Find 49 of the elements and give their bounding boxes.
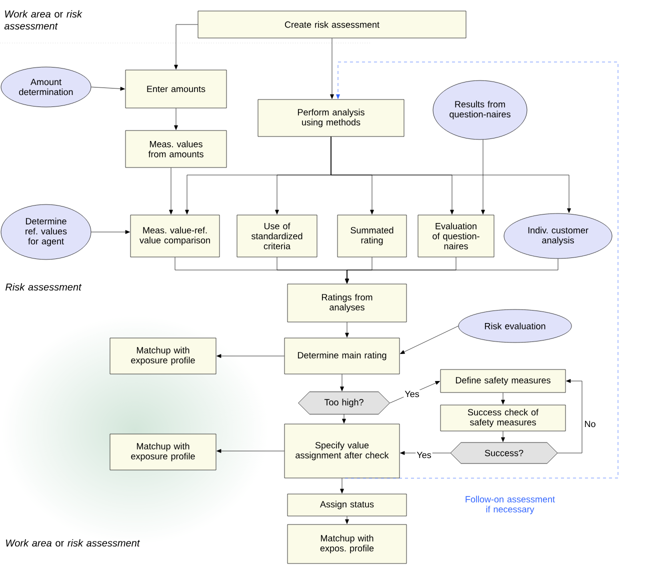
edge-label: Yes bbox=[416, 450, 432, 460]
process-box: Evaluation of question-naires bbox=[418, 214, 494, 258]
arrow bbox=[330, 38, 334, 99]
process-box: Matchup with expos. profile bbox=[287, 524, 407, 564]
decision-box: Too high? bbox=[298, 392, 390, 414]
process-box: Meas. value-ref. value comparison bbox=[130, 214, 220, 258]
arrow bbox=[481, 140, 485, 214]
arrow bbox=[216, 449, 284, 453]
process-box: Create risk assessment bbox=[198, 10, 466, 38]
edge-label: No bbox=[583, 420, 597, 428]
arrow bbox=[91, 86, 125, 91]
arrow bbox=[340, 374, 344, 392]
arrow bbox=[91, 230, 130, 234]
arrow bbox=[342, 414, 346, 424]
process-box: Success check of safety measures bbox=[440, 404, 566, 432]
arrow bbox=[330, 136, 571, 213]
process-box: Summated rating bbox=[337, 214, 407, 258]
arrow bbox=[174, 108, 178, 130]
arrow bbox=[501, 392, 505, 404]
process-box: Ratings from analyses bbox=[287, 284, 407, 322]
arrow bbox=[169, 168, 173, 214]
arrow bbox=[501, 431, 505, 442]
arrow bbox=[340, 478, 344, 494]
area-label: Work area or risk assessment bbox=[4, 10, 82, 30]
process-box: Specify value assignment after check bbox=[284, 424, 400, 478]
arrow bbox=[345, 258, 558, 284]
process-box: Determine main rating bbox=[284, 338, 400, 374]
arrow bbox=[400, 326, 458, 354]
process-box: Perform analysis using methods bbox=[258, 99, 404, 137]
arrow bbox=[345, 516, 349, 524]
area-label: Work area or risk assessment bbox=[6, 539, 140, 547]
arrow bbox=[390, 381, 440, 404]
arrow bbox=[174, 24, 198, 70]
process-box: Matchup with exposure profile bbox=[110, 338, 216, 374]
arrow bbox=[557, 379, 582, 454]
process-box: Assign status bbox=[287, 494, 407, 516]
process-box: Meas. values from amounts bbox=[125, 130, 227, 168]
arrow bbox=[345, 322, 349, 338]
area-label: Risk assessment bbox=[6, 283, 82, 291]
process-box: Use of standardized criteria bbox=[236, 214, 318, 258]
process-box: Matchup with exposure profile bbox=[110, 434, 216, 470]
arrow bbox=[216, 354, 284, 358]
arrow bbox=[336, 62, 618, 478]
edge-label: Follow-on assessment if necessary bbox=[466, 496, 555, 514]
process-box: Define safety measures bbox=[440, 369, 566, 393]
process-box: Enter amounts bbox=[125, 70, 227, 108]
edge-label: Yes bbox=[404, 390, 420, 398]
decision-box: Success? bbox=[450, 442, 558, 464]
arrow bbox=[400, 451, 451, 455]
